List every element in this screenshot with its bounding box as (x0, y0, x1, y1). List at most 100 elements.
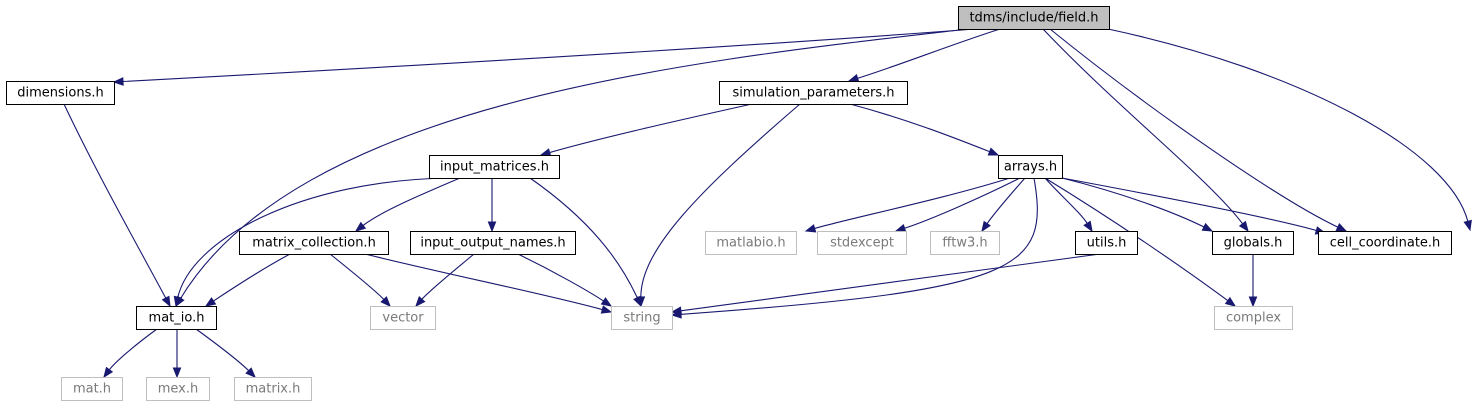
edge-line (517, 253, 605, 303)
edge-field-to-dimensions (112, 28, 976, 86)
node-field[interactable]: tdms/include/field.h (958, 6, 1110, 30)
edge-mat_io-to-mat (103, 328, 158, 379)
edge-matrix_collection-to-vector (329, 253, 391, 307)
edge-field-to-cell_coordinate (1049, 28, 1348, 232)
edge-line (212, 253, 291, 303)
edge-dimensions-to-mat_io (63, 103, 171, 308)
edge-arrays-to-cell_coordinate (1061, 177, 1327, 235)
node-fftw3: fftw3.h (930, 231, 1000, 255)
node-box (1318, 231, 1452, 255)
edge-simulation_parameters-to-string (636, 103, 801, 308)
edge-line (177, 177, 451, 299)
edge-input_matrices-to-input_output_names (487, 177, 497, 233)
node-box (611, 306, 673, 330)
node-matrix: matrix.h (234, 377, 312, 401)
edge-line (361, 177, 461, 227)
edge-line (1042, 28, 1244, 225)
edge-matrix_collection-to-string (364, 253, 613, 314)
node-box (1075, 231, 1138, 255)
node-label: cell_coordinate.h (1330, 236, 1441, 251)
edge-line (63, 103, 167, 300)
node-label: tdms/include/field.h (969, 11, 1098, 26)
node-globals[interactable]: globals.h (1212, 231, 1294, 255)
edge-arrowhead (1335, 223, 1348, 232)
edge-arrowhead (415, 295, 426, 308)
node-box (410, 231, 576, 255)
edge-arrowhead (245, 367, 256, 378)
edge-arrowhead (804, 224, 817, 233)
edge-input_matrices-to-matrix_collection (354, 177, 461, 232)
node-label: mat.h (73, 382, 111, 397)
node-label: arrays.h (1004, 160, 1057, 175)
nodes-layer: tdms/include/field.h dimensions.h simulati… (6, 6, 1452, 401)
edge-arrays-to-utils (1044, 177, 1093, 233)
edge-utils-to-string (670, 253, 1101, 316)
node-label: simulation_parameters.h (732, 86, 894, 101)
edge-line (856, 28, 1001, 80)
edge-arrowhead (354, 221, 367, 232)
edge-globals-to-complex (1248, 253, 1258, 308)
node-utils[interactable]: utils.h (1075, 231, 1138, 255)
node-box (146, 377, 210, 401)
node-label: utils.h (1087, 236, 1127, 251)
edge-simulation_parameters-to-input_matrices (539, 103, 753, 157)
node-box (719, 81, 908, 105)
edge-arrowhead (981, 220, 991, 233)
edge-line (195, 328, 250, 372)
node-mex: mex.h (146, 377, 210, 401)
edge-arrays-to-matlabio (804, 177, 1011, 233)
edge-arrowhead (894, 223, 907, 233)
edge-line (364, 253, 604, 311)
edge-arrowhead (103, 366, 114, 379)
edge-line (679, 253, 1101, 312)
node-label: stdexcept (830, 236, 894, 251)
node-box (61, 377, 123, 401)
node-label: complex (1226, 311, 1281, 326)
edge-arrays-to-complex (1044, 177, 1237, 307)
node-box (239, 231, 389, 255)
node-input-matrices[interactable]: input_matrices.h (429, 155, 560, 179)
edge-line (986, 177, 1026, 225)
node-mat: mat.h (61, 377, 123, 401)
node-simulation-parameters[interactable]: simulation_parameters.h (719, 81, 908, 105)
node-box (370, 306, 436, 330)
node-matrix-collection[interactable]: matrix_collection.h (239, 231, 389, 255)
node-box (930, 231, 1000, 255)
edge-mat_io-to-mex (172, 328, 182, 379)
edge-arrowhead (204, 297, 217, 307)
edge-arrowhead (847, 74, 860, 83)
edge-arrowhead (161, 295, 171, 308)
edge-line (679, 177, 1038, 315)
node-complex: complex (1214, 306, 1293, 330)
node-cell-coordinate[interactable]: cell_coordinate.h (1318, 231, 1452, 255)
edge-input_matrices-to-string (529, 177, 642, 308)
edges-layer (63, 28, 1472, 379)
edge-simulation_parameters-to-arrays (849, 103, 1000, 156)
node-arrays[interactable]: arrays.h (998, 155, 1063, 179)
node-dimensions[interactable]: dimensions.h (6, 81, 115, 105)
edge-field-to-complex (1107, 28, 1472, 232)
edge-arrowhead (1083, 220, 1093, 233)
edge-line (121, 28, 976, 83)
node-mat-io[interactable]: mat_io.h (136, 306, 217, 330)
edge-arrowhead (600, 297, 613, 307)
node-box (817, 231, 907, 255)
edge-arrowhead (600, 305, 613, 314)
edge-field-to-mat_io (175, 28, 969, 308)
node-label: matlabio.h (716, 236, 785, 251)
node-input-output-names[interactable]: input_output_names.h (410, 231, 576, 255)
edge-mat_io-to-matrix (195, 328, 256, 378)
node-vector: vector (370, 306, 436, 330)
node-box (1214, 306, 1293, 330)
edge-arrowhead (172, 367, 182, 379)
node-label: vector (382, 311, 424, 326)
node-label: mat_io.h (149, 311, 205, 326)
node-label: mex.h (158, 382, 199, 397)
node-label: fftw3.h (942, 236, 987, 251)
edge-line (529, 177, 639, 299)
edge-arrays-to-globals (1061, 177, 1214, 232)
node-box (998, 155, 1063, 179)
edge-matrix_collection-to-mat_io (204, 253, 291, 307)
edge-line (640, 103, 801, 299)
